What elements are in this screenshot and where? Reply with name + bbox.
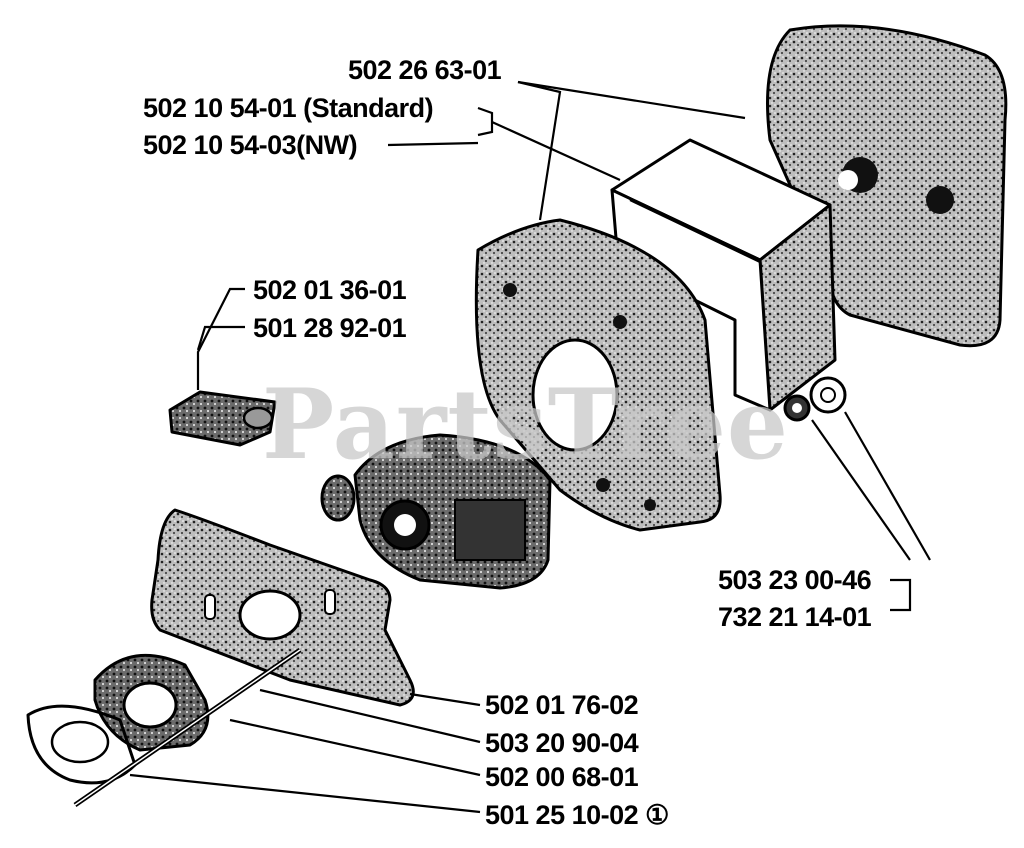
filter-base-plate: [474, 218, 722, 532]
part-note: ①: [645, 800, 669, 830]
part-label: 732 21 14-01: [718, 602, 872, 632]
part-label: 503 20 90-04: [485, 728, 639, 758]
part-number: 503 20 90-04: [485, 728, 639, 758]
part-number: 501 25 10-02: [485, 800, 639, 830]
part-number: 502 10 54-01: [143, 93, 297, 123]
carburetor: [320, 433, 552, 590]
part-number: 503 23 00-46: [718, 565, 872, 595]
intake-plate: [150, 508, 415, 707]
part-label: 502 10 54-03(NW): [143, 130, 358, 160]
part-number: 502 01 76-02: [485, 690, 639, 720]
intake-manifold: [26, 647, 302, 808]
part-label: 501 28 92-01: [253, 313, 407, 343]
part-note: (NW): [296, 130, 358, 160]
part-label: 503 23 00-46: [718, 565, 872, 595]
part-note: (Standard): [303, 93, 434, 123]
part-label: 502 10 54-01 (Standard): [143, 93, 434, 123]
leader-lines: [129, 80, 931, 814]
choke-insert: [168, 390, 277, 447]
part-number: 502 01 36-01: [253, 275, 407, 305]
part-label: 502 01 36-01: [253, 275, 407, 305]
part-number: 502 10 54-03: [143, 130, 297, 160]
part-label: 501 25 10-02 ①: [485, 800, 669, 830]
part-label: 502 00 68-01: [485, 762, 639, 792]
part-number: 501 28 92-01: [253, 313, 407, 343]
part-number: 732 21 14-01: [718, 602, 872, 632]
part-label: 502 26 63-01: [348, 55, 502, 85]
washer-and-nut: [783, 376, 847, 422]
watermark: PartsTree: [262, 368, 789, 481]
part-number: 502 26 63-01: [348, 55, 502, 85]
part-number: 502 00 68-01: [485, 762, 639, 792]
part-label: 502 01 76-02: [485, 690, 639, 720]
